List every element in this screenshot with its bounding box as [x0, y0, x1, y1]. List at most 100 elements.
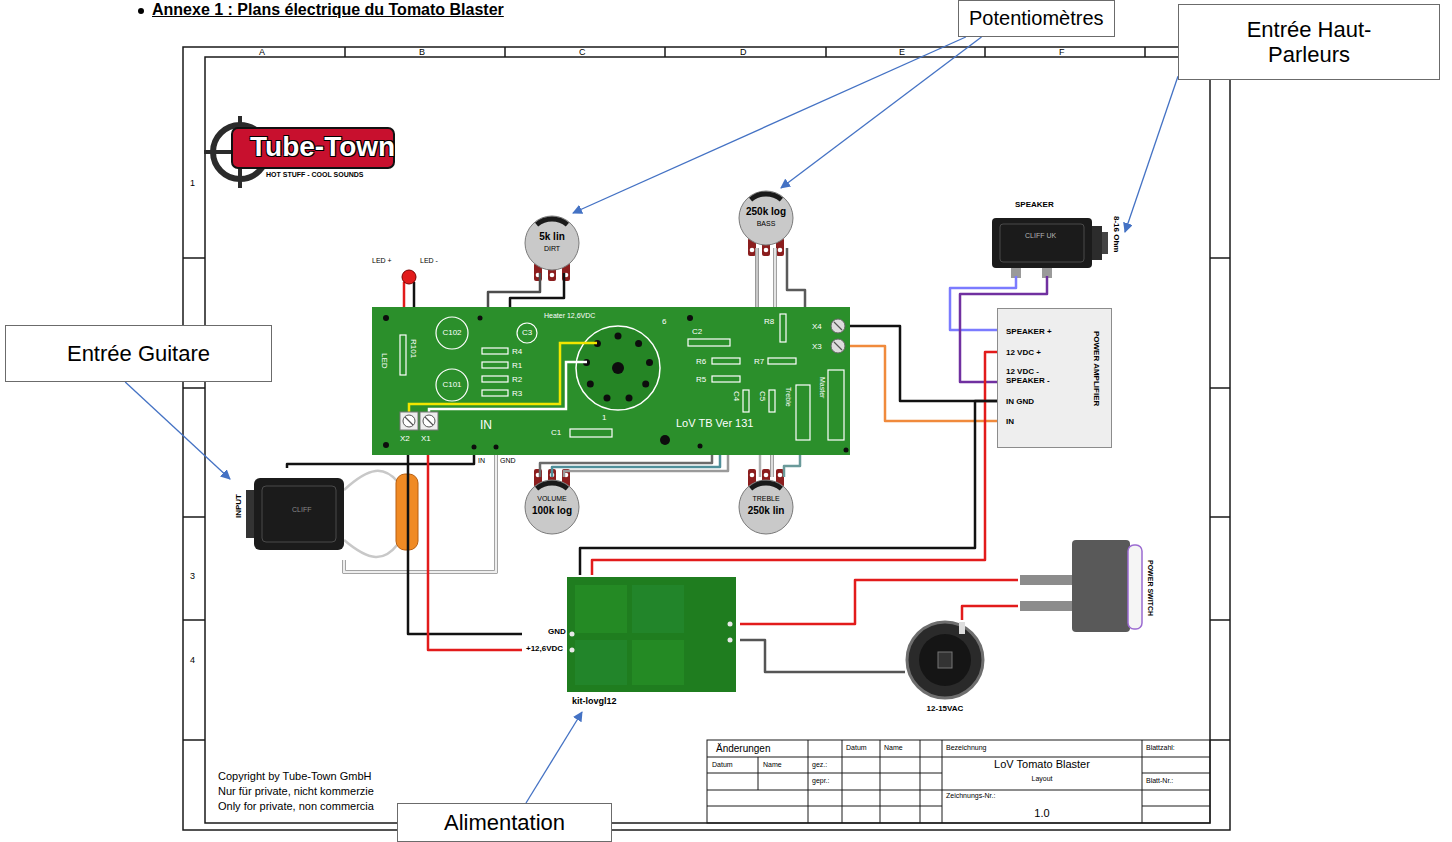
pin-label: IN — [478, 457, 485, 465]
leader-arrow-line — [781, 37, 982, 188]
component-text: R5 — [696, 375, 706, 384]
title-block-cell: gepr.: — [812, 777, 830, 785]
callout-text: Alimentation — [444, 810, 565, 835]
power-switch — [1020, 601, 1075, 611]
callout-box: Alimentation — [397, 803, 612, 842]
speaker-jack — [1092, 226, 1102, 260]
pcb — [769, 390, 775, 412]
component-text: 12 VDC + — [1006, 348, 1041, 357]
pcb — [383, 442, 389, 448]
pcb — [383, 315, 849, 453]
pcb — [687, 315, 693, 321]
component-text: kit-lovgl12 — [572, 696, 617, 706]
power-switch: POWER SWITCH — [1018, 538, 1162, 632]
potentiometer — [750, 248, 755, 253]
component-text: C2 — [692, 327, 702, 336]
grid-ref: 1 — [190, 178, 195, 188]
potentiometer-knob: TREBLE 250k lin — [736, 477, 798, 537]
pcb — [383, 315, 389, 321]
power-supply-board — [728, 638, 733, 643]
pcb — [436, 369, 468, 401]
wire — [740, 580, 1018, 624]
led — [402, 270, 416, 307]
component-text: Treble — [784, 387, 792, 407]
potentiometer — [750, 473, 755, 478]
grid-ref: 4 — [190, 655, 195, 665]
wire — [488, 273, 540, 307]
leader-arrow-line — [526, 712, 582, 803]
component-text: R1 — [512, 361, 522, 370]
dc-power-jack: 12-15VAC — [905, 620, 987, 722]
pcb — [642, 381, 649, 388]
callout-box: Entrée Haut-Parleurs — [1178, 4, 1440, 80]
component-text: X4 — [812, 322, 822, 331]
dc-jack — [938, 652, 952, 668]
wire-line — [774, 248, 777, 307]
title-block-cell: Änderungen — [716, 743, 771, 755]
component-text: LoV TB Ver 131 — [676, 417, 753, 430]
potentiometer-knob: VOLUME100k log — [522, 477, 584, 537]
component-text: 250k lin — [736, 505, 796, 517]
power-supply-board — [632, 585, 684, 633]
component-text: C1 — [551, 428, 561, 437]
wire-line — [756, 248, 759, 307]
wire — [787, 248, 805, 307]
power-supply-board — [570, 648, 575, 653]
title-block — [707, 740, 1210, 823]
wire-line — [759, 455, 762, 477]
component-text: Master — [818, 377, 826, 398]
wire — [552, 455, 720, 477]
component-text: POWER SWITCH — [1146, 560, 1154, 616]
component-text: R3 — [512, 389, 522, 398]
callout-text: Entrée Guitare — [67, 341, 210, 366]
leader-arrow-line — [573, 37, 966, 213]
wire — [740, 640, 905, 672]
title-block — [707, 740, 1210, 823]
wire — [760, 455, 761, 477]
component-text: VOLUME — [522, 495, 582, 503]
grid-ref: D — [740, 47, 747, 57]
component-text: C5 — [758, 391, 767, 401]
power-supply-board — [632, 640, 684, 685]
wire-line — [740, 580, 1018, 624]
component-text: 8-16 Ohm — [1112, 216, 1121, 252]
wire — [564, 455, 728, 477]
component-text: X1 — [421, 434, 431, 443]
wire — [510, 273, 564, 307]
pcb — [844, 448, 849, 453]
wire-line — [287, 455, 474, 468]
input-jack: INPUTCLIFF — [230, 468, 420, 560]
pcb — [612, 362, 624, 374]
power-switch — [1020, 540, 1142, 632]
power-switch — [1072, 540, 1130, 632]
pcb — [626, 395, 633, 402]
drawing-frame — [183, 47, 1230, 830]
wire — [428, 455, 522, 650]
pcb — [796, 385, 810, 440]
wire-outline — [344, 455, 496, 572]
grid-ref: B — [419, 47, 425, 57]
wire-line — [510, 273, 564, 307]
potentiometer — [537, 483, 568, 489]
component-text: C101 — [440, 380, 464, 389]
logo-text: HOT STUFF - COOL SOUNDS — [266, 171, 363, 179]
power-supply-board — [728, 622, 733, 627]
component-text: +12,6VDC — [526, 644, 563, 653]
grid-ref: A — [259, 47, 265, 57]
title-block-cell: Blattzahl: — [1146, 744, 1175, 752]
page-title: Annexe 1 : Plans électrique du Tomato Bl… — [152, 1, 504, 19]
speaker-jack — [1102, 232, 1108, 254]
input-jack — [262, 486, 336, 542]
led — [402, 270, 416, 284]
component-text: R101 — [409, 339, 418, 358]
leader-arrow-line — [1125, 76, 1178, 232]
component-text: TREBLE — [736, 495, 796, 503]
title-block-cell: Name — [884, 744, 903, 752]
leader-arrow-line — [125, 382, 230, 479]
pcb — [400, 335, 406, 375]
wire-line — [344, 455, 496, 572]
pcb — [712, 376, 740, 382]
component-text: LED — [380, 353, 389, 369]
component-text: 250k log — [736, 206, 796, 218]
pcb — [472, 445, 477, 450]
